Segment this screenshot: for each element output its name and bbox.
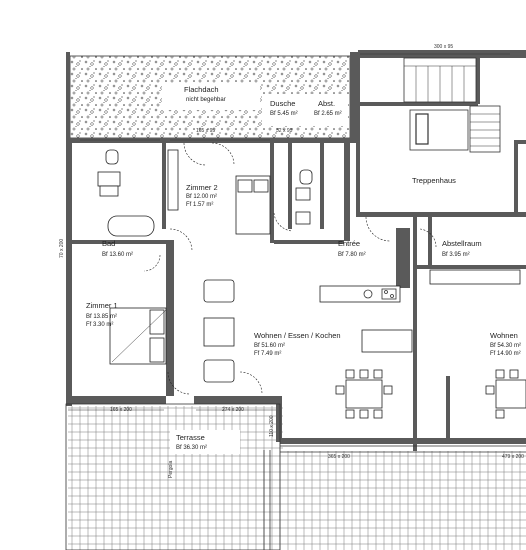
staircase [403, 57, 501, 153]
area-wohnen-ff: Ff 7.49 m² [254, 351, 281, 357]
dim-70x200: 70 x 200 [59, 239, 65, 258]
area-terrasse: Bf 36.30 m² [176, 445, 207, 451]
bedroom2-furniture [167, 149, 271, 235]
dim-165x95: 165 x 95 [196, 128, 215, 134]
dim-52x95: 52 x 95 [276, 128, 293, 134]
walls [66, 50, 526, 451]
door-swings [143, 142, 437, 395]
label-flachdach: Flachdach [184, 85, 219, 94]
label-bad: Bad [102, 239, 115, 248]
bathroom-fixtures [97, 149, 313, 237]
label-wohnen: Wohnen / Essen / Kochen [254, 331, 341, 340]
terrasse-area-east [280, 451, 526, 550]
label-flachdach-note: nicht begehbar [186, 97, 226, 103]
terrasse-area [68, 406, 283, 550]
bedroom1-furniture [109, 307, 167, 365]
area-wohnen2-ff: Ff 14.90 m² [490, 351, 521, 357]
area-zimmer1-ff: Ff 3.30 m² [86, 322, 113, 328]
area-wohnen2-bf: Bf 54.30 m² [490, 343, 521, 349]
kitchen-counter [319, 269, 521, 353]
area-abst: Bf 2.65 m² [314, 111, 342, 117]
dim-365x200: 365 x 200 [328, 454, 350, 460]
area-zimmer2-ff: Ff 1.57 m² [186, 202, 213, 208]
area-dusche: Bf 5.45 m² [270, 111, 298, 117]
label-zimmer2: Zimmer 2 [186, 183, 218, 192]
area-abstellraum: Bf 3.95 m² [442, 252, 470, 258]
label-dusche: Dusche [270, 99, 295, 108]
label-terrasse: Terrasse [176, 433, 205, 442]
room-labels: Flachdach nicht begehbar Dusche Bf 5.45 … [86, 85, 521, 451]
label-entree: Entrée [338, 239, 360, 248]
living-furniture [203, 279, 526, 419]
windows [68, 53, 510, 411]
area-entree: Bf 7.80 m² [338, 252, 366, 258]
label-wohnen2: Wohnen [490, 331, 518, 340]
label-treppenhaus: Treppenhaus [412, 176, 456, 185]
dim-110x200: 110 x 200 [269, 415, 275, 437]
label-abst: Abst. [318, 99, 335, 108]
railings [65, 403, 526, 550]
dimension-labels: 300 x 95 165 x 95 52 x 95 70 x 200 165 x… [59, 44, 524, 478]
dim-479x200: 479 x 200 [502, 454, 524, 460]
area-zimmer2-bf: Bf 12.00 m² [186, 194, 217, 200]
dim-165x200: 165 x 200 [110, 407, 132, 413]
area-bad: Bf 13.60 m² [102, 252, 133, 258]
dim-300x95: 300 x 95 [434, 44, 453, 50]
label-zimmer1: Zimmer 1 [86, 301, 118, 310]
area-zimmer1-bf: Bf 13.85 m² [86, 314, 117, 320]
label-abstellraum: Abstellraum [442, 239, 482, 248]
dim-274x200: 274 x 200 [222, 407, 244, 413]
label-pergola: Pergola [168, 461, 174, 478]
area-wohnen-bf: Bf 51.60 m² [254, 343, 285, 349]
